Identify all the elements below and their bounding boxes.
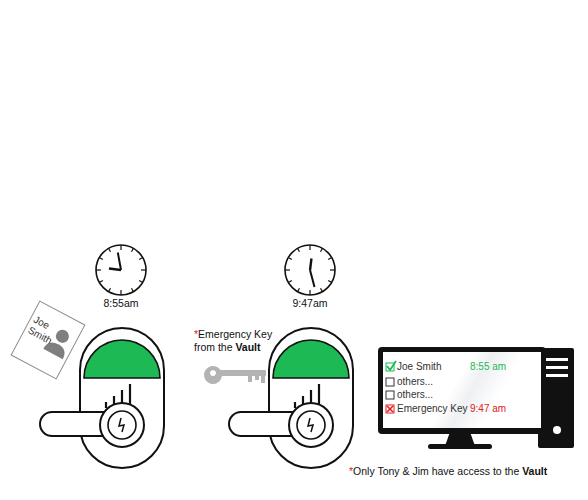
badge-name: Joe Smith <box>26 314 62 347</box>
cross-mark <box>387 406 393 412</box>
log-entry: others... <box>397 376 472 388</box>
log-entry: Joe Smith <box>397 361 472 373</box>
door-lock <box>40 328 164 468</box>
checkbox <box>386 378 394 386</box>
time-label: 8:55am <box>91 297 151 310</box>
clock-icon <box>285 245 335 295</box>
id-badge: Joe Smith <box>10 300 85 379</box>
key-icon <box>204 366 266 384</box>
checkbox <box>386 405 394 413</box>
check-mark <box>387 361 396 370</box>
log-entry: 8:55 am <box>470 361 530 373</box>
screen-log: Joe Smith8:55 am others...others... Emerge… <box>383 352 541 428</box>
note-text: *Emergency Key from the Vault <box>194 328 278 353</box>
time-label: 9:47am <box>280 297 340 310</box>
computer-monitor <box>378 347 546 449</box>
log-entry: Emergency Key <box>397 403 472 415</box>
clock-icon <box>96 245 146 295</box>
door-lock <box>229 328 353 468</box>
note-text: *Only Tony & Jim have access to the Vaul… <box>349 465 587 478</box>
log-entry: 9:47 am <box>470 403 530 415</box>
log-entry: others... <box>397 389 472 401</box>
checkbox <box>386 391 394 399</box>
person-head <box>54 328 72 346</box>
